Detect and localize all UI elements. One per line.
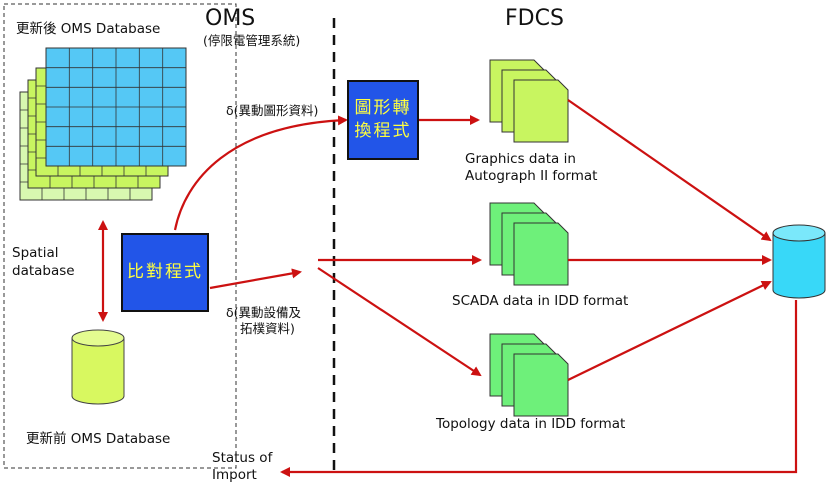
oms-boundary — [3, 3, 237, 469]
previous-db-cylinder — [71, 329, 125, 405]
status-label-line2: Import — [212, 467, 257, 483]
equipment-delta-arrow — [209, 268, 302, 290]
previous-db-label: 更新前 OMS Database — [26, 431, 171, 447]
topology-output-label: Topology data in IDD format — [436, 416, 626, 432]
graphics-delta-label: δ(異動圖形資料) — [226, 103, 319, 118]
status-feedback-arrow — [280, 300, 798, 477]
grid-layer-front — [45, 47, 187, 167]
graphics-to-db-arrow — [567, 99, 772, 242]
updated-db-label: 更新後 OMS Database — [16, 21, 161, 37]
compare-program-label: 比對程式 — [127, 262, 203, 283]
compare-program-box: 比對程式 — [121, 233, 209, 312]
oms-subtitle: (停限電管理系統) — [203, 33, 301, 48]
spatial-grid-stack — [19, 47, 187, 201]
graphics-convert-box: 圖形轉 換程式 — [347, 80, 419, 160]
status-label-line1: Status of — [212, 450, 273, 466]
graphics-output-line2: Autograph II format — [465, 168, 598, 184]
flow-arrows — [98, 99, 798, 477]
graphics-convert-line1: 圖形轉 — [354, 98, 412, 119]
scada-doc-stack — [489, 202, 569, 286]
equipment-delta-line2: 拓樸資料) — [240, 321, 295, 336]
graphics-convert-label: 圖形轉 換程式 — [355, 97, 412, 143]
topology-doc-stack — [489, 333, 569, 417]
graphics-output-line1: Graphics data in — [465, 151, 576, 167]
to-topology-doc-arrow — [317, 267, 482, 377]
scada-output-label: SCADA data in IDD format — [452, 293, 629, 309]
graphics-delta-arrow — [173, 115, 348, 231]
graphics-doc-stack — [489, 59, 569, 143]
spatial-db-label-line2: database — [12, 263, 75, 279]
oms-title: OMS — [205, 6, 256, 31]
fdcs-db-cylinder — [772, 224, 826, 299]
equipment-delta-line1: δ(異動設備及 — [226, 305, 302, 320]
topology-to-db-arrow — [567, 280, 772, 381]
fdcs-title: FDCS — [505, 6, 564, 31]
spatial-db-label-line1: Spatial — [12, 245, 59, 261]
graphics-convert-line2: 換程式 — [354, 121, 412, 141]
